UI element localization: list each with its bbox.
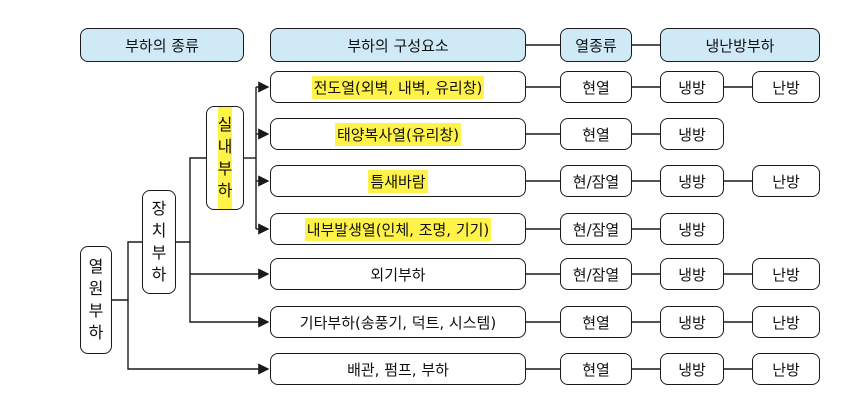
heating-box: 난방 (752, 306, 820, 338)
cooling-box-label: 냉방 (678, 313, 706, 332)
indoor-load: 실 내 부 하 (206, 106, 244, 210)
heat-type-box-label: 현열 (582, 125, 610, 144)
cooling-box: 냉방 (660, 118, 724, 150)
heat-type-box: 현열 (560, 353, 632, 385)
component-box: 전도열(외벽, 내벽, 유리창) (270, 71, 526, 103)
heat-type-box: 현/잠열 (560, 258, 632, 290)
header-cooling-heating-load: 냉난방부하 (660, 28, 820, 62)
component-box-label: 틈새바람 (368, 169, 428, 193)
device-char: 하 (151, 265, 167, 284)
heating-box: 난방 (752, 353, 820, 385)
cooling-box: 냉방 (660, 213, 724, 245)
cooling-box: 냉방 (660, 306, 724, 338)
indoor-char: 내 (217, 137, 233, 156)
tree-connector (176, 157, 206, 243)
component-box-label: 기타부하(송풍기, 덕트, 시스템) (299, 313, 497, 332)
heat-type-box: 현/잠열 (560, 165, 632, 197)
heating-box-label: 난방 (772, 78, 800, 97)
heating-box-label: 난방 (772, 265, 800, 284)
root-char: 하 (88, 323, 104, 342)
heat-type-box-label: 현열 (582, 360, 610, 379)
cooling-box: 냉방 (660, 258, 724, 290)
cooling-box-label: 냉방 (678, 172, 706, 191)
tree-connector (112, 241, 142, 301)
heat-type-box-label: 현/잠열 (572, 265, 620, 284)
device-char: 치 (151, 221, 167, 240)
cooling-box: 냉방 (660, 353, 724, 385)
heating-box: 난방 (752, 71, 820, 103)
heat-type-box: 현열 (560, 306, 632, 338)
heat-type-box-label: 현/잠열 (572, 220, 620, 239)
indoor-char: 부 (217, 159, 233, 178)
component-box-label: 태양복사열(유리창) (334, 122, 462, 146)
heating-box-label: 난방 (772, 172, 800, 191)
heat-type-box-label: 현열 (582, 313, 610, 332)
component-box: 내부발생열(인체, 조명, 기기) (270, 213, 526, 245)
device-char: 부 (151, 243, 167, 262)
root-char: 원 (88, 279, 104, 298)
indoor-char: 실 (217, 115, 233, 134)
cooling-box-label: 냉방 (678, 220, 706, 239)
root-char: 열 (88, 257, 104, 276)
heating-box: 난방 (752, 258, 820, 290)
heat-type-box-label: 현/잠열 (572, 172, 620, 191)
heat-type-box: 현/잠열 (560, 213, 632, 245)
indoor-char: 하 (217, 181, 233, 200)
root-heat-source-load: 열 원 부 하 (80, 246, 112, 354)
heating-box-label: 난방 (772, 360, 800, 379)
device-char: 장 (151, 199, 167, 218)
component-box-label: 외기부하 (370, 265, 426, 284)
tree-connector (189, 242, 270, 328)
heat-type-box: 현열 (560, 118, 632, 150)
cooling-box-label: 냉방 (678, 78, 706, 97)
root-char: 부 (88, 301, 104, 320)
cooling-box-label: 냉방 (678, 125, 706, 144)
cooling-box: 냉방 (660, 71, 724, 103)
header-load-component: 부하의 구성요소 (270, 28, 526, 62)
component-box: 태양복사열(유리창) (270, 118, 526, 150)
component-box: 틈새바람 (270, 165, 526, 197)
cooling-box-label: 냉방 (678, 265, 706, 284)
component-box-label: 배관, 펌프, 부하 (347, 360, 449, 379)
cooling-box-label: 냉방 (678, 360, 706, 379)
component-box: 외기부하 (270, 258, 526, 290)
heat-type-box-label: 현열 (582, 78, 610, 97)
header-heat-type: 열종류 (560, 28, 632, 62)
heat-type-box: 현열 (560, 71, 632, 103)
component-box: 배관, 펌프, 부하 (270, 353, 526, 385)
heating-box-label: 난방 (772, 313, 800, 332)
component-box: 기타부하(송풍기, 덕트, 시스템) (270, 306, 526, 338)
component-box-label: 내부발생열(인체, 조명, 기기) (304, 217, 492, 241)
tree-connector (127, 300, 270, 375)
cooling-box: 냉방 (660, 165, 724, 197)
component-box-label: 전도열(외벽, 내벽, 유리창) (311, 75, 485, 99)
device-load: 장 치 부 하 (142, 190, 176, 294)
heating-box: 난방 (752, 165, 820, 197)
header-load-type: 부하의 종류 (80, 28, 244, 62)
